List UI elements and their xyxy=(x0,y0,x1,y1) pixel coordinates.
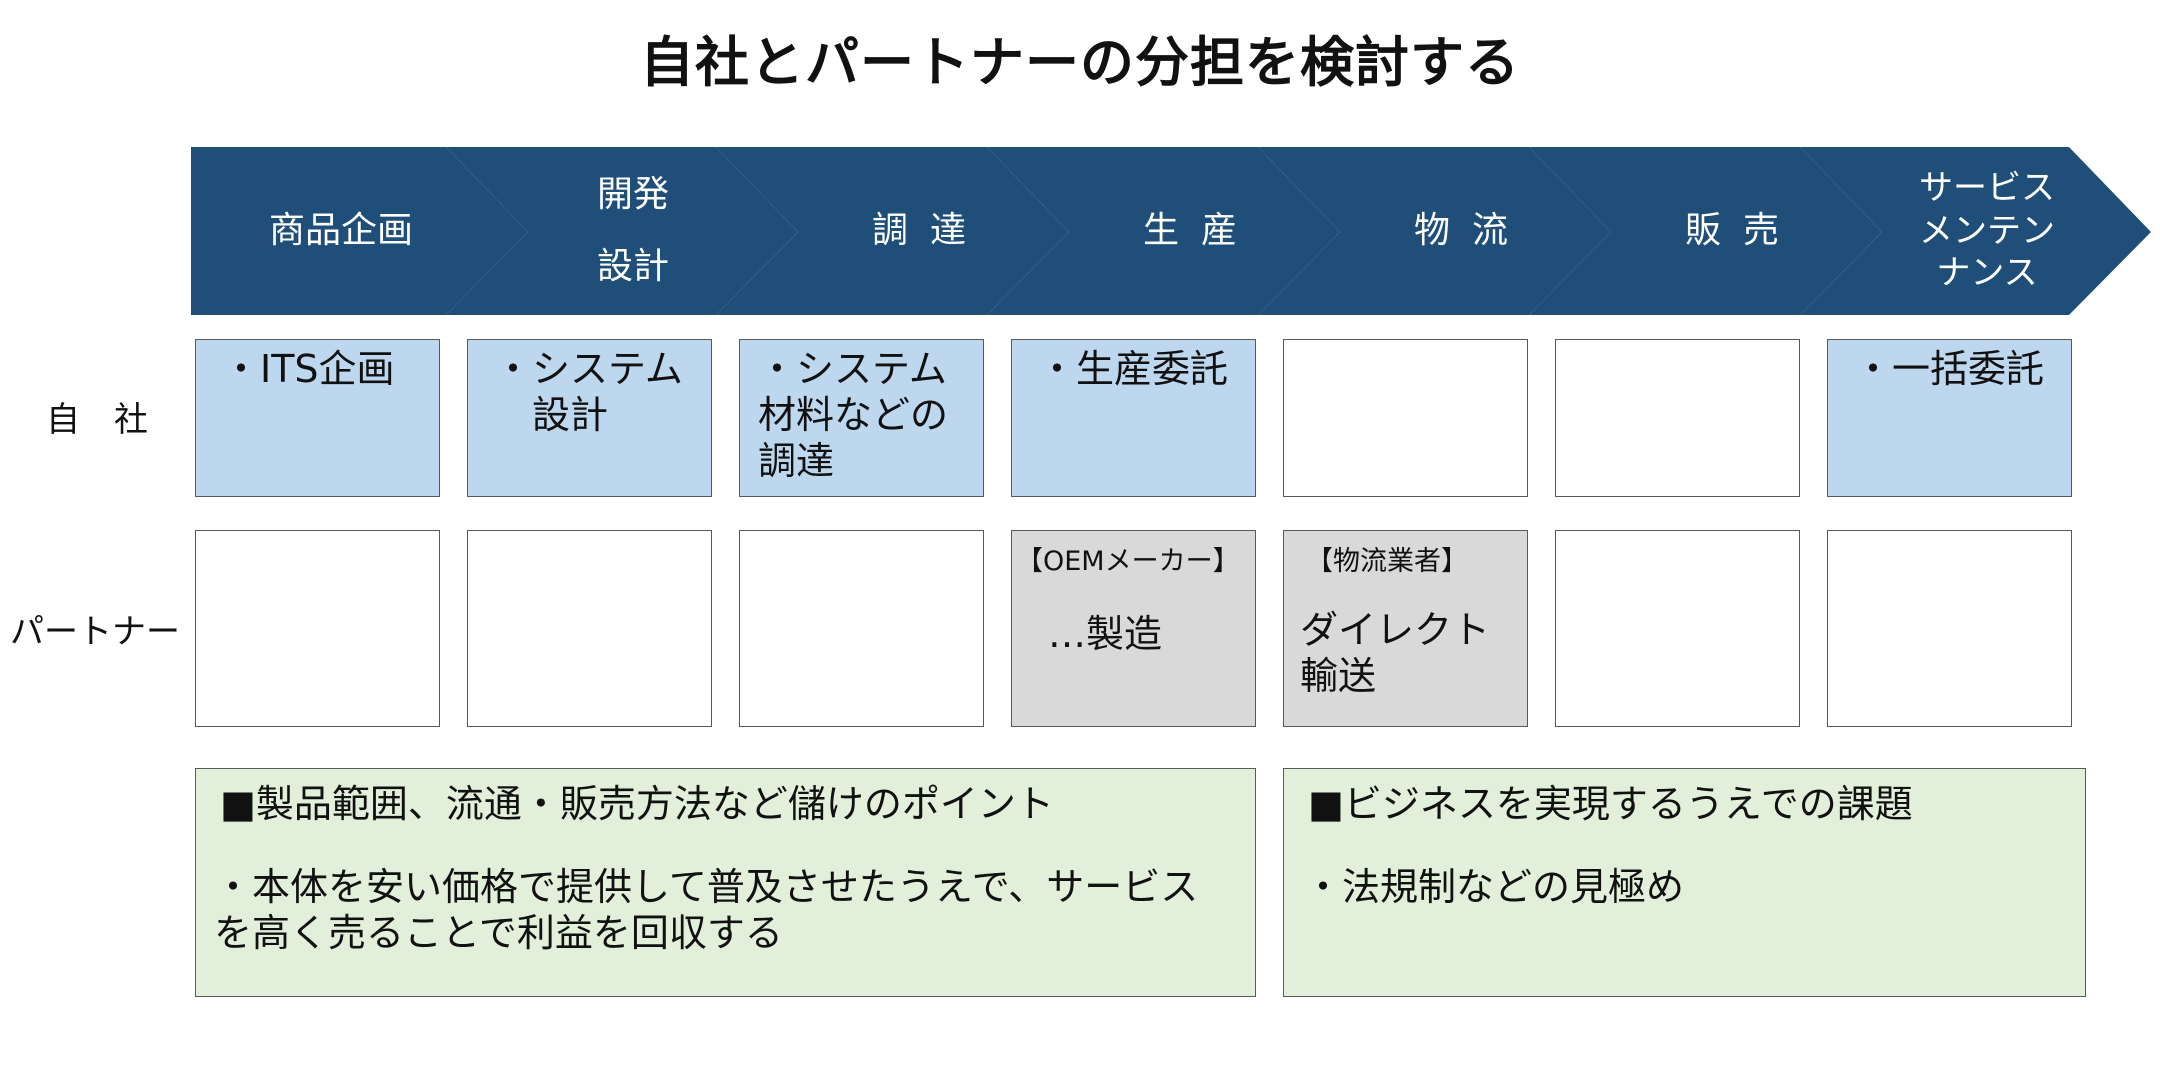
stage-label-procurement: 調達 xyxy=(871,210,988,252)
self-cell-text: ・ITS企画 xyxy=(222,347,395,391)
partner-cell-text: …製造 xyxy=(1048,612,1163,656)
self-cell-procurement: ・システム 材料などの 調達 xyxy=(739,339,984,497)
stage-chevron-7 xyxy=(1800,147,2151,315)
partner-cell-text: ダイレクト 輸送 xyxy=(1300,608,1491,698)
business-issue-note: ■ビジネスを実現するうえでの課題 ・法規制などの見極め xyxy=(1283,768,2086,997)
self-cell-development: ・システム 設計 xyxy=(467,339,712,497)
business-issue-heading: ■ビジネスを実現するうえでの課題 xyxy=(1308,782,1913,826)
profit-point-body: ・本体を安い価格で提供して普及させたうえで、サービス を高く売ることで利益を回収… xyxy=(214,865,1199,955)
profit-point-heading: ■製品範囲、流通・販売方法など儲けのポイント xyxy=(220,782,1054,826)
stage-chevron-2 xyxy=(446,147,798,315)
self-cell-production: ・生産委託 xyxy=(1011,339,1256,497)
partner-cell-product-planning xyxy=(195,530,440,727)
self-cell-logistics xyxy=(1283,339,1528,497)
row-label-self: 自 社 xyxy=(46,400,148,440)
stage-chevron-5 xyxy=(1258,147,1611,315)
self-cell-text: ・生産委託 xyxy=(1038,347,1229,391)
row-label-partner: パートナー xyxy=(10,612,180,652)
stage-chevron-6 xyxy=(1529,147,1882,315)
partner-cell-tag: 【物流業者】 xyxy=(1306,546,1468,577)
stage-chevron-3 xyxy=(716,147,1069,315)
stage-label-product-planning: 商品企画 xyxy=(268,210,413,252)
partner-cell-tag: 【OEMメーカー】 xyxy=(1016,546,1240,577)
stage-label-logistics: 物流 xyxy=(1413,210,1530,252)
self-cell-service-maintenance: ・一括委託 xyxy=(1827,339,2072,497)
business-issue-body: ・法規制などの見極め xyxy=(1304,865,1685,909)
self-cell-product-planning: ・ITS企画 xyxy=(195,339,440,497)
value-chain-chevrons xyxy=(191,147,2151,315)
stage-chevron-4 xyxy=(987,147,1340,315)
self-cell-text: ・一括委託 xyxy=(1854,347,2045,391)
partner-cell-service-maintenance xyxy=(1827,530,2072,727)
stage-label-sales: 販売 xyxy=(1684,210,1801,252)
partner-cell-sales xyxy=(1555,530,1800,727)
partner-cell-procurement xyxy=(739,530,984,727)
self-cell-text: ・システム 設計 xyxy=(494,347,683,437)
stage-label-development: 開発 設計 xyxy=(596,174,669,287)
self-cell-text: ・システム 材料などの 調達 xyxy=(758,347,949,483)
stage-label-service-maintenance: サービス メンテン ナンス xyxy=(1919,168,2055,294)
partner-cell-production: 【OEMメーカー】 …製造 xyxy=(1011,530,1256,727)
partner-cell-development xyxy=(467,530,712,727)
partner-cell-logistics: 【物流業者】 ダイレクト 輸送 xyxy=(1283,530,1528,727)
stage-chevron-1 xyxy=(191,147,528,315)
stage-label-production: 生産 xyxy=(1142,210,1259,252)
page-title: 自社とパートナーの分担を検討する xyxy=(640,31,1520,94)
self-cell-sales xyxy=(1555,339,1800,497)
profit-point-note: ■製品範囲、流通・販売方法など儲けのポイント ・本体を安い価格で提供して普及させ… xyxy=(195,768,1256,997)
